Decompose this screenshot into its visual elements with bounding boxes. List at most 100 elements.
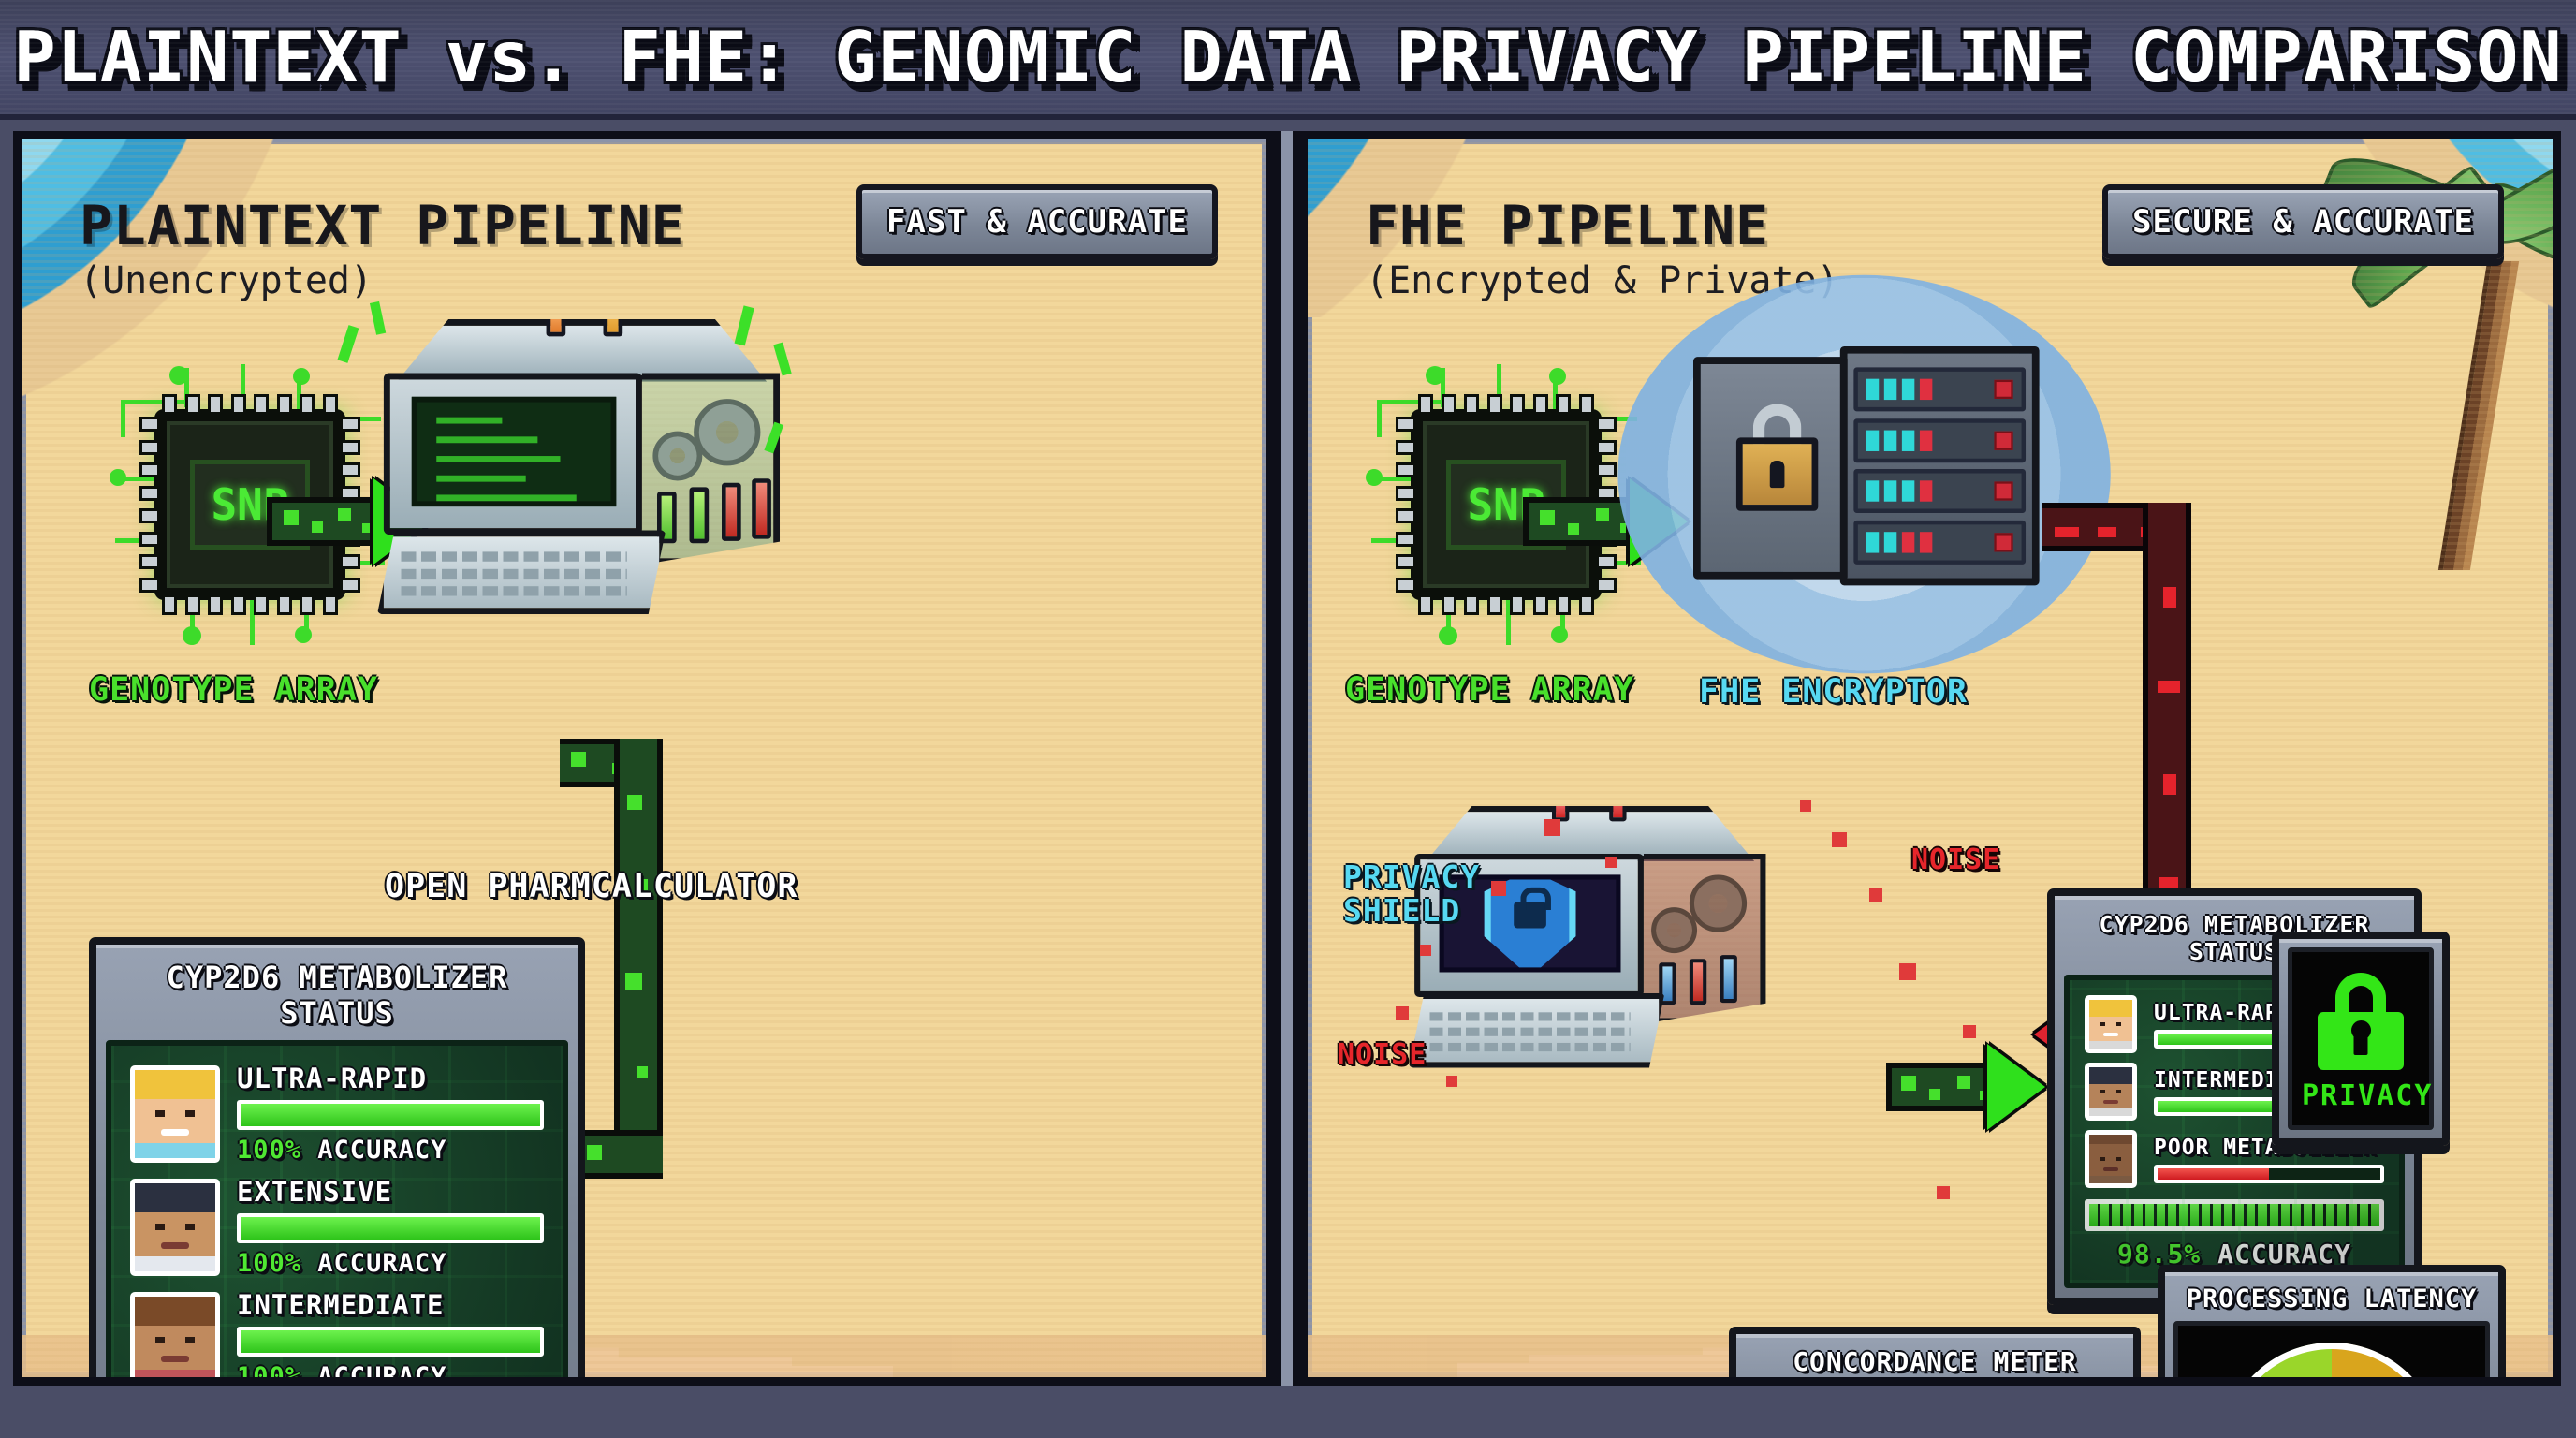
avatar-hair [2089, 1067, 2132, 1084]
metabolizer-info: ULTRA-RAPID 100% ACCURACY [237, 1063, 544, 1165]
vial-icon [1552, 806, 1570, 822]
accuracy-bar [237, 1327, 544, 1357]
noise-particle [1869, 888, 1882, 902]
header-band: PLAINTEXT vs. FHE: GENOMIC DATA PRIVACY … [0, 0, 2576, 120]
noise-particle [1800, 800, 1811, 812]
avatar-hair [135, 1296, 215, 1327]
concordance-meter-title: CONCORDANCE METER [1793, 1346, 2077, 1377]
avatar-shirt [2089, 1040, 2132, 1049]
server-rack-row [1853, 469, 2027, 514]
avatar-mouth [2103, 1033, 2118, 1036]
chip-pins-left [1396, 417, 1416, 593]
computer-screen [411, 396, 617, 507]
vial-icon [1720, 955, 1737, 1004]
metabolizer-info: EXTENSIVE 100% ACCURACY [237, 1176, 544, 1278]
accuracy-bar-fill [241, 1104, 540, 1126]
open-pharmcalculator-device [337, 301, 792, 642]
genotype-array-label: GENOTYPE ARRAY [1345, 671, 1635, 709]
avatar-mouth [161, 1242, 189, 1249]
genotype-array-label: GENOTYPE ARRAY [89, 671, 379, 709]
avatar-shirt [2089, 1175, 2132, 1183]
gauge-rim [2221, 1343, 2442, 1377]
avatar [2085, 995, 2137, 1053]
spark-icon [773, 342, 792, 376]
right-panel-title: FHE PIPELINE [1366, 194, 1770, 257]
concordance-meter-screen: 98.5% ACCURACY [1745, 1385, 2125, 1386]
accuracy-bar-fill [2158, 1100, 2280, 1112]
results-card-screen: ULTRA-RAPID 100% ACCURACY [106, 1040, 568, 1386]
avatar-hair [2089, 1000, 2132, 1017]
privacy-status-tile: PRIVACY [2272, 932, 2450, 1146]
chip-pins-bottom [162, 594, 338, 615]
privacy-shield-label-line2: SHIELD [1343, 892, 1461, 929]
accuracy-bar-fill [2158, 1167, 2269, 1180]
avatar-eye [185, 1223, 195, 1231]
noise-particle [1446, 1076, 1457, 1087]
avatar-shirt [135, 1143, 215, 1158]
genotype-array-chip: SNP [1366, 364, 1647, 645]
avatar-mouth [2103, 1167, 2118, 1171]
fhe-encryptor-device [1617, 274, 2111, 674]
avatar [2085, 1130, 2137, 1188]
server-rack-row [1853, 521, 2027, 565]
noise-particle [1396, 1006, 1409, 1020]
results-card-title: CYP2D6 METABOLIZER STATUS [166, 960, 508, 1031]
metabolizer-label: ULTRA-RAPID [237, 1063, 428, 1094]
avatar-mouth [2103, 1100, 2118, 1104]
avatar-eye [2100, 1156, 2105, 1162]
accuracy-value: 100% [237, 1249, 302, 1278]
avatar-eye [185, 1336, 195, 1344]
noise-particle [1937, 1186, 1950, 1199]
noise-particle [1899, 963, 1916, 980]
computer-internals-panel [641, 373, 781, 565]
avatar-hair [135, 1069, 215, 1100]
processing-latency-title: PROCESSING LATENCY [2186, 1284, 2478, 1313]
metabolizer-row: INTERMEDIATE 100% ACCURACY [130, 1289, 544, 1386]
vial-icon [722, 482, 741, 541]
avatar [130, 1291, 220, 1377]
metabolizer-label: EXTENSIVE [237, 1176, 393, 1208]
vial-icon [657, 492, 677, 544]
gear-icon [1689, 874, 1748, 932]
accuracy-unit: ACCURACY [317, 1249, 447, 1278]
metabolizer-label: INTERMEDIATE [237, 1289, 445, 1321]
noise-particle [1963, 1025, 1976, 1038]
computer-keyboard[interactable] [377, 530, 666, 615]
accuracy-value: 100% [237, 1136, 302, 1165]
noise-particle [1605, 857, 1617, 868]
vial-icon [546, 319, 566, 337]
avatar-shirt [135, 1370, 215, 1377]
compute-node-label: OPEN PHARMCALCULATOR [385, 868, 798, 905]
right-panel-badge: SECURE & ACCURATE [2102, 184, 2504, 259]
avatar-mouth [161, 1129, 189, 1136]
plaintext-pipeline-panel: PLAINTEXT PIPELINE (Unencrypted) FAST & … [13, 131, 1275, 1386]
processing-latency-card: PROCESSING LATENCY 15 SECONDS/PATIENT [2158, 1265, 2506, 1377]
fhe-encryptor-label: FHE ENCRYPTOR [1699, 673, 1968, 711]
vial-icon [689, 487, 710, 544]
fhe-compute-device [1409, 806, 1772, 1093]
fhe-summary-segmented-bar [2085, 1199, 2384, 1231]
noise-particle [1420, 945, 1431, 956]
computer-keyboard[interactable] [1409, 992, 1665, 1068]
server-rack-row [1853, 367, 2027, 412]
avatar-shirt [2089, 1108, 2132, 1116]
processing-latency-screen: 15 SECONDS/PATIENT [2174, 1321, 2490, 1377]
accuracy-bar-fill [241, 1217, 540, 1240]
noise-particle [1544, 819, 1560, 836]
accuracy-bar [2154, 1164, 2384, 1183]
metabolizer-row: ULTRA-RAPID 100% ACCURACY [130, 1063, 544, 1165]
noise-label-top: NOISE [1911, 844, 2001, 876]
gear-icon [694, 399, 761, 466]
gear-icon [652, 431, 703, 481]
avatar-eye [2116, 1156, 2122, 1162]
left-panel-title: PLAINTEXT PIPELINE [80, 194, 685, 257]
avatar-eye [2100, 1089, 2105, 1094]
avatar-eye [2116, 1089, 2122, 1094]
vial-icon [1609, 806, 1627, 822]
accuracy-unit: ACCURACY [317, 1362, 447, 1386]
avatar-eye [155, 1336, 165, 1344]
metabolizer-info: INTERMEDIATE 100% ACCURACY [237, 1289, 544, 1386]
safe-door [1693, 357, 1849, 580]
plaintext-results-card: CYP2D6 METABOLIZER STATUS ULTRA-RAPID [89, 937, 585, 1386]
